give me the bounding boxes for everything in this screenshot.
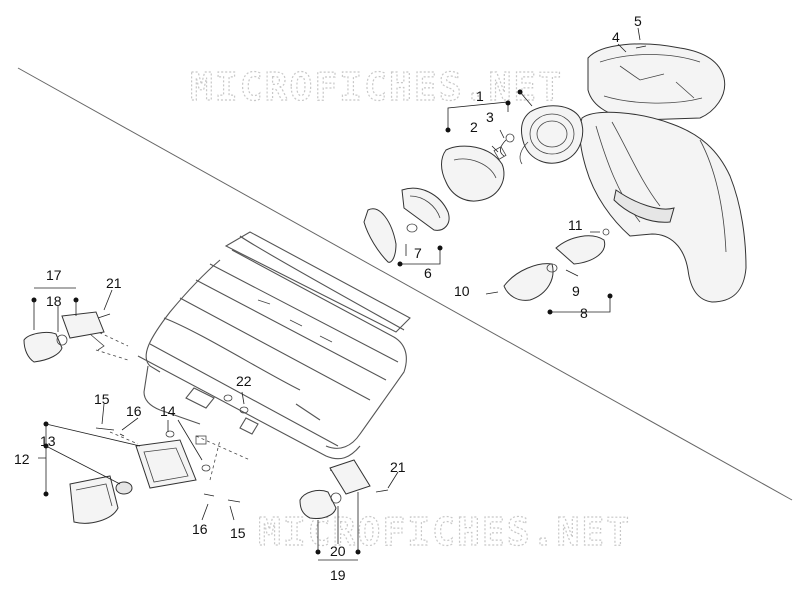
callout-13: 13 <box>40 433 56 449</box>
callout-17: 17 <box>46 267 62 283</box>
watermark-top: MICROFICHES.NET <box>190 65 563 109</box>
callout-12: 12 <box>14 451 30 467</box>
callout-18: 18 <box>46 293 62 309</box>
callout-1: 1 <box>476 88 484 104</box>
callout-22: 22 <box>236 373 252 389</box>
callout-14: 14 <box>160 403 176 419</box>
callout-21-upper: 21 <box>106 275 122 291</box>
headlight-lens <box>441 145 505 202</box>
callout-15-upper: 15 <box>94 391 110 407</box>
callout-16-lower: 16 <box>192 521 208 537</box>
front-left-indicator <box>363 187 450 263</box>
separator-line <box>17 67 793 501</box>
screw-5 <box>635 45 647 49</box>
rear-left-indicator <box>23 311 111 363</box>
nut-22a <box>223 394 233 402</box>
callout-6: 6 <box>424 265 432 281</box>
callout-10: 10 <box>454 283 470 299</box>
nut-22b <box>239 406 249 414</box>
callout-16-upper: 16 <box>126 403 142 419</box>
callout-20: 20 <box>330 543 346 559</box>
callout-8: 8 <box>580 305 588 321</box>
rear-right-indicator <box>299 459 389 519</box>
headlight-assembly <box>493 105 584 165</box>
callout-4: 4 <box>612 29 620 45</box>
callout-3: 3 <box>486 109 494 125</box>
callout-2: 2 <box>470 119 478 135</box>
callout-5: 5 <box>634 13 642 29</box>
callout-15-lower: 15 <box>230 525 246 541</box>
callout-9: 9 <box>572 283 580 299</box>
front-legshield <box>579 43 747 303</box>
callout-19: 19 <box>330 567 346 583</box>
front-luggage-rack <box>137 231 411 460</box>
rear-lamp-assembly <box>69 427 241 524</box>
front-right-indicator <box>485 228 610 301</box>
callout-11: 11 <box>568 217 583 233</box>
callout-leaders <box>31 27 641 561</box>
callout-7: 7 <box>414 245 422 261</box>
callout-21-lower: 21 <box>390 459 406 475</box>
